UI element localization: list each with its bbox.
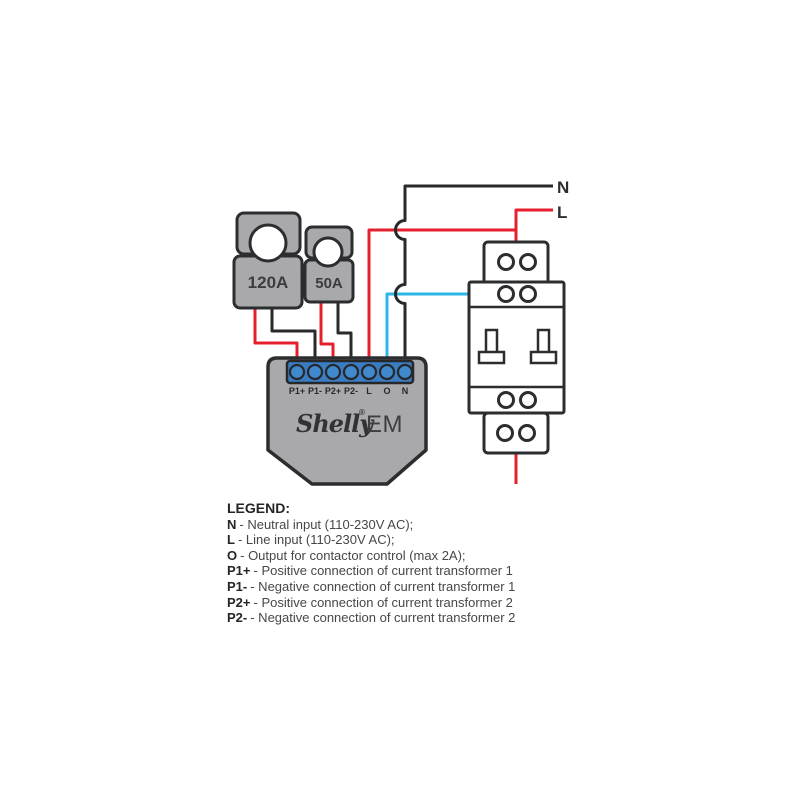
legend-term: P1- — [227, 578, 248, 594]
terminal-p1-minus — [306, 363, 324, 381]
shelly-body — [266, 356, 428, 486]
legend-term: L — [227, 532, 235, 548]
contactor-switch-base-2 — [529, 350, 558, 365]
current-transformer-1: 120A — [232, 211, 304, 310]
line-feed-wire — [514, 208, 553, 243]
ct2-rating-label: 50A — [315, 275, 343, 292]
contactor-bottom-terminal-2 — [518, 424, 536, 442]
legend-title: LEGEND: — [227, 500, 290, 516]
legend-desc: - Negative connection of current transfo… — [250, 578, 516, 594]
terminal-label-o: O — [383, 386, 390, 396]
shelly-logo-text: Shelly — [296, 409, 375, 438]
ct2-positive-wire — [319, 296, 335, 362]
legend-term: P1+ — [227, 563, 251, 579]
shelly-model-text: EM — [366, 411, 403, 438]
contactor-bottom-tab — [482, 411, 550, 455]
legend-term: P2- — [227, 610, 248, 626]
legend-item-o: O- Output for contactor control (max 2A)… — [227, 548, 515, 564]
legend-term: N — [227, 516, 237, 532]
legend-term: O — [227, 547, 238, 563]
legend-term: P2+ — [227, 594, 251, 610]
legend-desc: - Negative connection of current transfo… — [250, 610, 516, 626]
contactor-switch-lever-1 — [484, 328, 499, 355]
legend-desc: - Positive connection of current transfo… — [253, 563, 513, 579]
terminal-label-p1-plus: P1+ — [289, 386, 305, 396]
legend-item-l: L- Line input (110-230V AC); — [227, 532, 515, 548]
legend-item-n: N- Neutral input (110-230V AC); — [227, 517, 515, 533]
legend-item-p2-minus: P2-- Negative connection of current tran… — [227, 610, 515, 626]
legend: LEGEND: N- Neutral input (110-230V AC); … — [227, 500, 515, 626]
contactor-top-tab — [482, 240, 550, 286]
ct2-negative-wire — [336, 296, 353, 362]
shelly-em-device: P1+ P1- P2+ P2- L O N Shelly ® EM — [266, 356, 428, 486]
contactor-coil-terminal-b — [519, 285, 537, 303]
terminal-p2-minus — [342, 363, 360, 381]
contactor-bottom-terminal-1 — [496, 424, 514, 442]
terminal-o — [378, 363, 396, 381]
terminal-label-p1-minus: P1- — [308, 386, 322, 396]
legend-item-p1-plus: P1+- Positive connection of current tran… — [227, 563, 515, 579]
terminal-l — [360, 363, 378, 381]
contactor-coil-terminal-a — [497, 285, 515, 303]
ct1-aperture — [248, 223, 288, 263]
terminal-n — [396, 363, 414, 381]
neutral-wire — [394, 184, 553, 362]
terminal-label-p2-minus: P2- — [344, 386, 358, 396]
ct1-rating-label: 120A — [248, 273, 289, 292]
legend-desc: - Output for contactor control (max 2A); — [240, 547, 466, 563]
ct1-negative-wire — [270, 300, 317, 362]
output-control-wire — [385, 292, 496, 362]
neutral-line-label: N — [557, 178, 569, 197]
live-line-label: L — [557, 203, 567, 222]
line-to-shelly-wire — [367, 228, 516, 362]
terminal-label-l: L — [366, 386, 372, 396]
legend-desc: - Neutral input (110-230V AC); — [239, 516, 414, 532]
ct2-aperture — [312, 236, 344, 268]
legend-desc: - Positive connection of current transfo… — [253, 594, 513, 610]
ct1-positive-wire — [253, 300, 299, 362]
contactor-top-terminal-2 — [519, 253, 537, 271]
contactor-lower-terminal-b — [519, 391, 537, 409]
terminal-label-n: N — [402, 386, 409, 396]
current-transformer-2: 50A — [303, 225, 355, 304]
terminal-label-p2-plus: P2+ — [325, 386, 341, 396]
legend-item-p1-minus: P1-- Negative connection of current tran… — [227, 579, 515, 595]
legend-item-p2-plus: P2+- Positive connection of current tran… — [227, 595, 515, 611]
registered-mark-icon: ® — [359, 408, 365, 417]
legend-desc: - Line input (110-230V AC); — [237, 532, 395, 548]
contactor-lower-terminal-a — [497, 391, 515, 409]
contactor-switch-lever-2 — [536, 328, 551, 355]
contactor-device — [467, 240, 566, 455]
contactor-top-terminal-1 — [497, 253, 515, 271]
terminal-p1-plus — [288, 363, 306, 381]
contactor-switch-base-1 — [477, 350, 506, 365]
terminal-p2-plus — [324, 363, 342, 381]
